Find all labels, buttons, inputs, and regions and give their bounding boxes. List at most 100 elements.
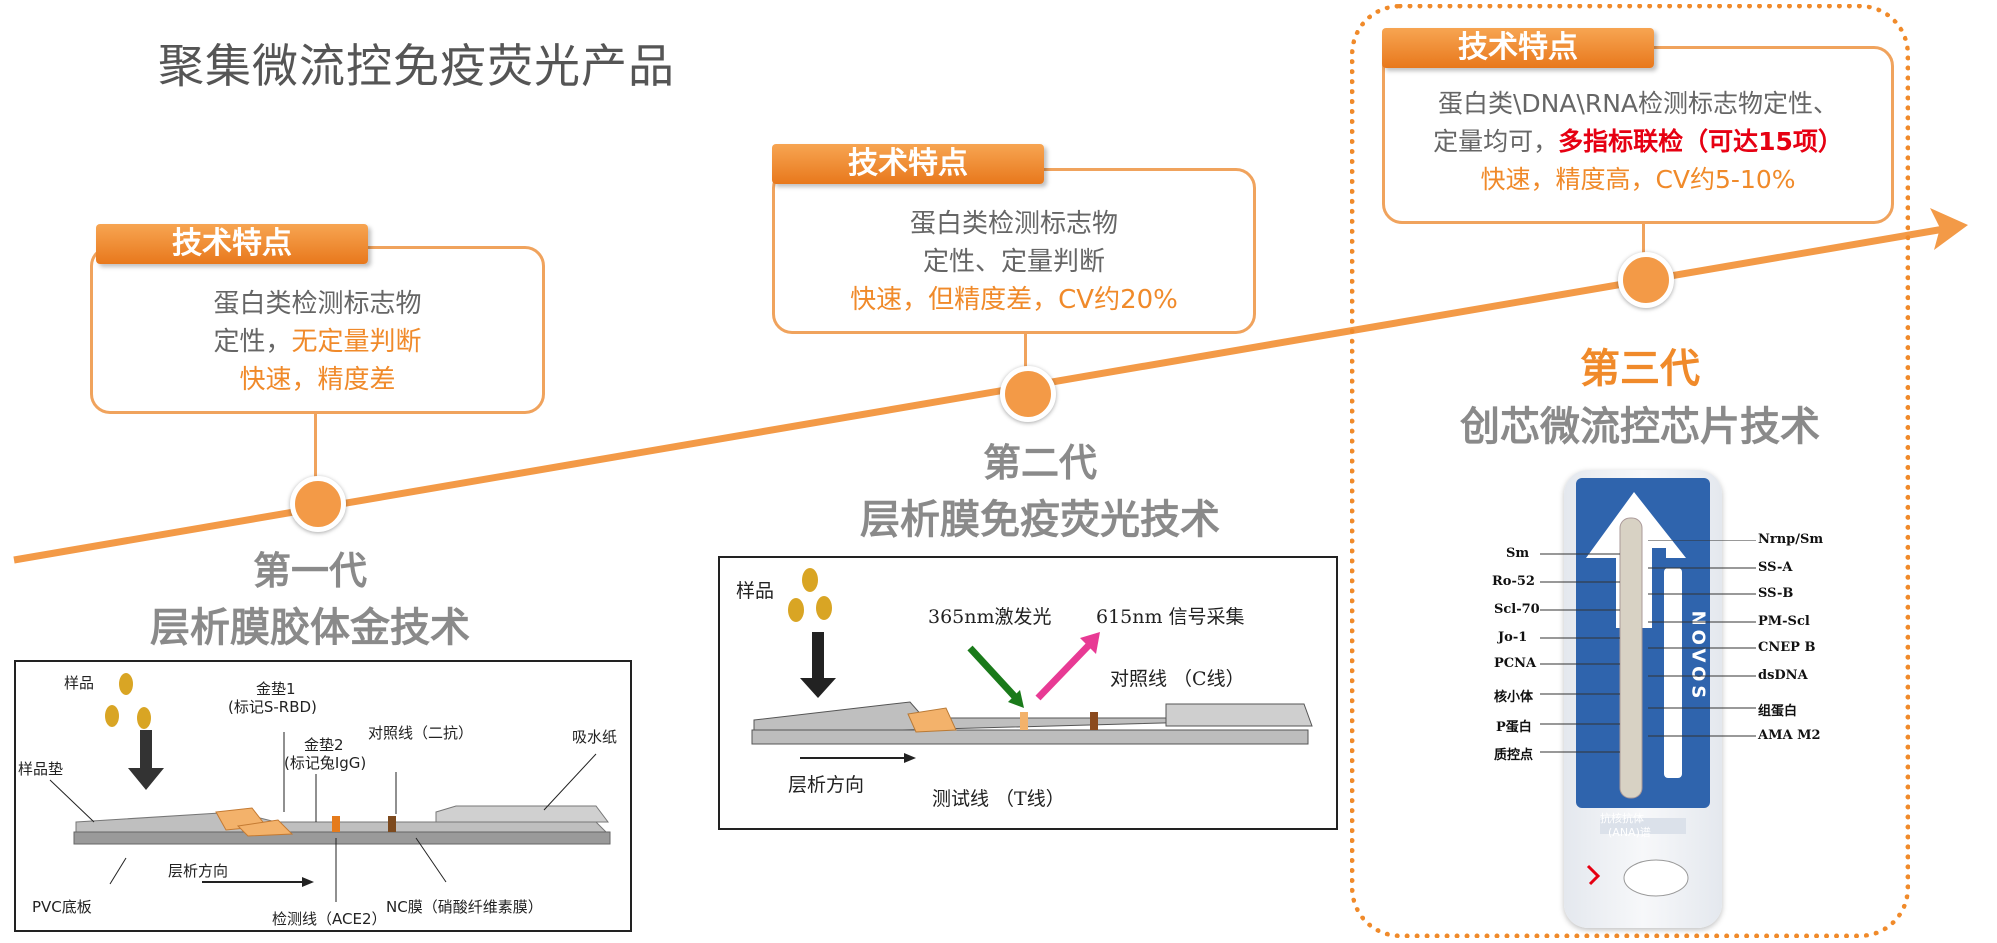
timeline-arrowhead: [1930, 208, 1968, 250]
stage3-feature-box: 蛋白类\DNA\RNA检测标志物定性、 定量均可，多指标联检（可达15项） 快速…: [1382, 46, 1894, 224]
d2-test: 测试线 （T线）: [932, 788, 1065, 810]
gold-strip-graphic: [49, 673, 611, 902]
d2-sample: 样品: [736, 580, 775, 602]
chip-leader-lines: [1540, 540, 1756, 753]
stage1-generation: 第一代 层析膜胶体金技术: [120, 540, 500, 653]
stage2-line1: 蛋白类检测标志物: [909, 209, 1118, 239]
droplet: [137, 707, 151, 729]
stage3-line2-highlight: 多指标联检（可达15项）: [1558, 127, 1843, 156]
down-arrow-head: [128, 768, 164, 790]
stage1-line1: 蛋白类检测标志物: [213, 289, 422, 319]
chip-channel: [1619, 517, 1643, 799]
d1-sample: 样品: [64, 674, 95, 692]
chip-label-left: Ro-52: [1492, 574, 1535, 589]
d1-control: 对照线（二抗）: [368, 724, 474, 742]
stage3-line2-plain: 定量均可，: [1433, 127, 1559, 156]
test-line: [332, 816, 340, 832]
stage3-generation: 第三代 创芯微流控芯片技术: [1420, 336, 1860, 452]
strip-base: [751, 729, 1309, 745]
strip-right: [1165, 703, 1313, 727]
chip-label-right: 组蛋白: [1758, 704, 1798, 719]
chip-label-left: P蛋白: [1496, 720, 1532, 735]
chip-side-bar: [1664, 568, 1682, 778]
stage1-name: 层析膜胶体金技术: [150, 605, 470, 651]
d1-direction: 层析方向: [168, 862, 229, 880]
direction-arrow-head: [904, 753, 916, 763]
stage2-number: 第二代: [982, 441, 1097, 485]
d1-absorbent: 吸水纸: [572, 728, 618, 746]
stage3-line3: 快速，精度高，CV约5-10%: [1480, 165, 1796, 194]
stage3-dot: [1618, 252, 1674, 308]
gold-strip-diagram: 样品 金垫1 (标记S-RBD) 金垫2 (标记兔IgG) 对照线（二抗） 吸水…: [14, 660, 632, 932]
chip-label-right: Nrnp/Sm: [1758, 532, 1824, 547]
d1-gold1-sub: (标记S-RBD): [228, 698, 317, 716]
stage3-name: 创芯微流控芯片技术: [1460, 404, 1820, 450]
down-arrow-head: [800, 678, 836, 698]
chip-label-band: [1600, 818, 1686, 834]
chip-label-right: CNEP B: [1758, 640, 1816, 655]
chip-label-left: 核小体: [1494, 690, 1534, 705]
stage2-name: 层析膜免疫荧光技术: [860, 497, 1220, 543]
stage2-line3: 快速，但精度差，CV约20%: [850, 285, 1178, 315]
absorbent-pointer: [543, 753, 597, 811]
stage3-stem: [1642, 224, 1645, 262]
chip-label-left: PCNA: [1494, 656, 1537, 671]
d2-control: 对照线 （C线）: [1110, 668, 1245, 690]
stage2-generation: 第二代 层析膜免疫荧光技术: [820, 432, 1260, 545]
d2-direction: 层析方向: [788, 774, 865, 796]
d1-gold1: 金垫1: [256, 680, 296, 698]
excite-arrow-head: [1008, 690, 1024, 708]
direction-arrow-head: [302, 877, 314, 887]
excite-arrow: [967, 645, 1019, 701]
control-line: [388, 816, 396, 832]
droplet: [816, 596, 832, 620]
chip-panel-name: 抗核抗体: [1600, 812, 1644, 825]
stage1-feature-box: 蛋白类检测标志物 定性，无定量判断 快速，精度差: [90, 246, 545, 414]
chip-inlet: [1623, 859, 1689, 897]
down-arrow: [812, 632, 824, 680]
stage1-line2-highlight: 无定量判断: [291, 327, 422, 357]
stage2-stem: [1024, 334, 1027, 382]
d2-excite: 365nm激发光: [928, 606, 1052, 628]
nc-pointer: [415, 837, 447, 883]
stage2-tag: 技术特点: [772, 144, 1044, 184]
stage1-tag: 技术特点: [96, 224, 368, 264]
chip-graphic: [1586, 492, 1689, 897]
pvc-pointer: [109, 857, 127, 885]
chip-label-left: Sm: [1506, 546, 1530, 561]
droplet: [105, 705, 119, 727]
fluorescence-strip-diagram: 样品 365nm激发光 615nm 信号采集 对照线 （C线） 层析方向 测试线…: [718, 556, 1338, 830]
page-title: 聚集微流控免疫荧光产品: [158, 39, 675, 93]
chip-label-left: 质控点: [1494, 748, 1534, 763]
chip-logo: [1586, 864, 1601, 886]
d1-pvc: PVC底板: [32, 898, 92, 916]
stage1-number: 第一代: [252, 549, 367, 593]
d1-nc: NC膜（硝酸纤维素膜）: [386, 898, 543, 916]
d1-test: 检测线（ACE2）: [272, 910, 387, 928]
test-line: [1020, 712, 1028, 730]
stage3-line2: 定量均可，多指标联检（可达15项）: [1385, 123, 1891, 161]
stage3-number: 第三代: [1580, 346, 1700, 392]
d1-gold2: 金垫2: [304, 736, 344, 754]
chip-label-right: SS-B: [1758, 586, 1794, 601]
stage1-line3: 快速，精度差: [239, 365, 396, 395]
pvc-base: [73, 831, 611, 845]
d1-gold2-sub: (标记兔IgG): [284, 754, 367, 772]
fluorescence-strip-graphic: [751, 568, 1313, 763]
stage1-stem: [314, 414, 317, 494]
d2-signal: 615nm 信号采集: [1096, 606, 1245, 628]
stage1-line2: 定性，无定量判断: [93, 323, 542, 361]
signal-arrow-head: [1080, 632, 1100, 654]
chip-label-right: AMA M2: [1758, 728, 1821, 743]
stage3-line1: 蛋白类\DNA\RNA检测标志物定性、: [1437, 89, 1839, 118]
chip-label-left: Scl-70: [1494, 602, 1540, 617]
droplet: [788, 598, 804, 622]
microfluidic-chip: NOVOS 抗核抗体 (ANA)谱: [1564, 470, 1722, 928]
stage2-feature-box: 蛋白类检测标志物 定性、定量判断 快速，但精度差，CV约20%: [772, 168, 1256, 334]
stage1-dot: [290, 476, 346, 532]
sample-pad-pointer: [49, 779, 95, 823]
chip-label-right: dsDNA: [1758, 668, 1808, 683]
stage3-tag: 技术特点: [1382, 28, 1654, 68]
control-line: [1090, 712, 1098, 730]
stage1-line2-plain: 定性，: [213, 327, 292, 357]
